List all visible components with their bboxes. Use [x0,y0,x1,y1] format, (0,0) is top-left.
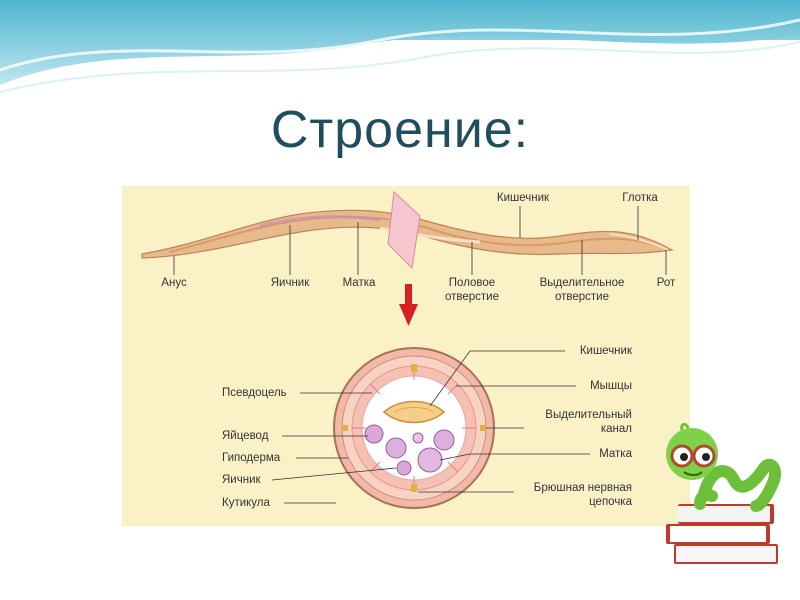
label-oviduct: Яйцевод [222,430,269,442]
label-hypodermis: Гиподерма [222,452,281,464]
label-ovary-section: Яичник [222,474,261,486]
label-muscles: Мышцы [590,380,632,392]
label-genital-pore: Половое отверстие [444,277,500,303]
worm-leader-lines [173,206,667,275]
label-excretory-pore: Выделительное отверстие [539,277,625,303]
label-mouth: Рот [656,277,676,289]
section-leader-lines [271,350,590,504]
label-uterus-worm: Матка [342,277,376,289]
label-intestine-section: Кишечник [579,345,632,357]
worm-longitudinal [141,209,674,259]
down-arrow-icon [399,284,418,326]
label-nerve-cord: Брюшная нервная цепочка [533,482,632,508]
label-pharynx: Глотка [622,192,658,204]
label-uterus-section: Матка [599,448,632,460]
label-pseudocoel: Псевдоцель [222,387,287,399]
section-cut-plane [387,190,421,270]
slide-title: Строение: [270,101,530,159]
bookworm-mascot-icon [666,422,781,564]
header-wave-decoration [0,0,800,93]
worm-cross-section [333,347,495,509]
label-excretory-canal: Выделительный канал [545,409,632,435]
label-intestine-worm: Кишечник [496,192,550,204]
label-ovary-worm: Яичник [270,277,310,289]
label-cuticle: Кутикула [222,497,270,509]
label-anus: Анус [161,277,187,289]
